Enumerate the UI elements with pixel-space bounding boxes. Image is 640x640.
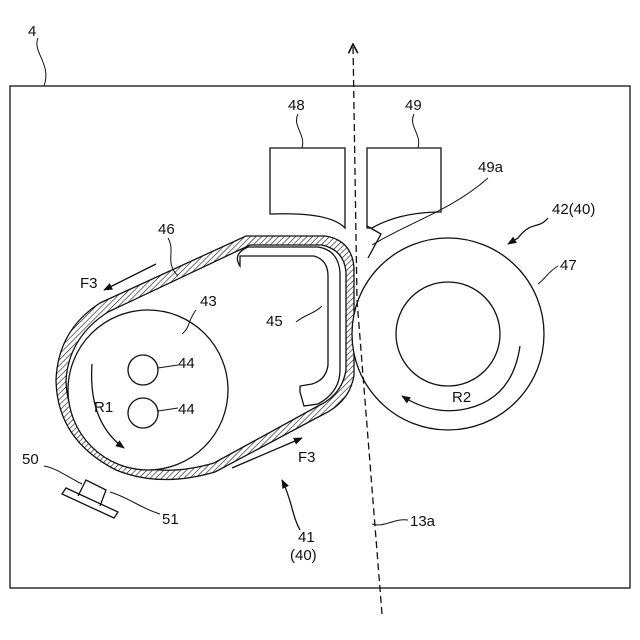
roller-47: [352, 238, 544, 430]
label-44-upper: 44: [178, 355, 195, 372]
leader-4: [37, 38, 46, 86]
label-frame-4: 4: [28, 23, 36, 40]
sensor-50-head: [78, 480, 106, 506]
label-47: 47: [560, 257, 577, 274]
label-F3-top: F3: [80, 275, 98, 292]
unit-49: [367, 148, 441, 228]
label-13a: 13a: [410, 513, 436, 530]
label-41: 41: [298, 529, 315, 546]
label-44-lower: 44: [178, 401, 195, 418]
leader-49a: [372, 178, 488, 245]
label-41-sub: (40): [290, 547, 317, 564]
leader-49: [412, 114, 418, 148]
label-48: 48: [288, 97, 305, 114]
leader-51: [110, 492, 160, 514]
leader-13a: [372, 520, 408, 525]
sensor-50-base: [62, 488, 118, 518]
label-49: 49: [405, 97, 422, 114]
leader-50: [44, 466, 82, 484]
label-R2: R2: [452, 389, 471, 406]
leader-47: [538, 266, 558, 284]
label-46: 46: [158, 221, 175, 238]
label-49a: 49a: [478, 159, 504, 176]
leader-48: [296, 114, 302, 148]
label-42-40: 42(40): [552, 201, 595, 218]
leader-45: [296, 306, 322, 322]
label-F3-bottom: F3: [298, 449, 316, 466]
unit-49a-blade: [367, 226, 381, 258]
unit-48: [270, 148, 345, 228]
label-43: 43: [200, 293, 217, 310]
label-50: 50: [22, 451, 39, 468]
label-R1: R1: [94, 399, 113, 416]
label-45: 45: [266, 313, 283, 330]
arrow-42: [508, 218, 548, 244]
label-51: 51: [162, 511, 179, 528]
arrow-41: [282, 480, 300, 530]
pad-45: [237, 247, 340, 406]
